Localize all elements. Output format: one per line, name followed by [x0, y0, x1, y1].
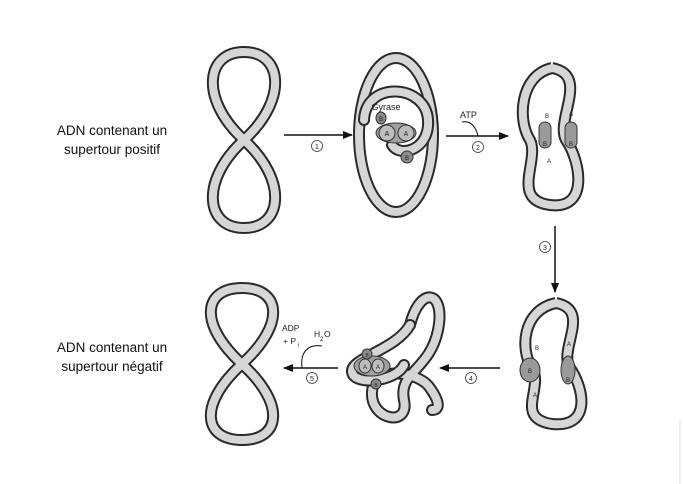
step-1-arrow: 1 — [284, 131, 353, 152]
subunit-b-label: B — [545, 114, 549, 120]
adp-label: ADP — [282, 323, 300, 333]
subunit-a-label: A — [533, 393, 537, 399]
caption-negative-line1: ADN contenant un — [56, 340, 168, 355]
dna-figure-eight-positive — [206, 45, 282, 235]
subunit-b-label: B — [379, 117, 383, 123]
step-1-number: 1 — [315, 144, 319, 151]
step-3-marker — [539, 241, 551, 253]
phosphate-subscript: i — [298, 343, 299, 349]
step-2-number: 2 — [476, 145, 480, 152]
caption-negative-supercoil: ADN contenant un supertour négatif — [22, 338, 202, 376]
subunit-a-label: A — [569, 112, 573, 118]
step-4-arrow: 4 — [439, 364, 500, 384]
gyrase-enzyme: A A B B — [375, 111, 417, 164]
step-2-marker — [472, 141, 484, 153]
subunit-b-label: B — [543, 142, 547, 148]
subunit-b-label: B — [374, 383, 378, 389]
dna-release: A A B B — [346, 291, 446, 424]
dna-gyrase-bound: A A B B Gyrase — [353, 52, 439, 218]
dna-after-passage: B A B B A — [519, 297, 588, 431]
step-4-marker — [465, 372, 477, 384]
subunit-a-label: A — [363, 365, 367, 371]
subunit-b-label: B — [569, 142, 573, 148]
step-5-marker — [306, 372, 318, 384]
water-subscript: 2 — [320, 337, 324, 343]
step-3-arrow: 3 — [539, 226, 559, 293]
subunit-a-label: A — [404, 131, 409, 138]
step-5-number: 5 — [310, 376, 314, 383]
water-label-o: O — [324, 329, 331, 339]
subunit-b-label: B — [405, 156, 409, 162]
phosphate-label: + P — [283, 336, 296, 346]
gyrase-label: Gyrase — [371, 102, 400, 112]
gyrase-enzyme-release: A A B B — [353, 348, 391, 390]
step-4-number: 4 — [469, 376, 473, 383]
atp-label: ATP — [460, 110, 477, 120]
subunit-b-label: B — [365, 353, 369, 359]
water-label-h: H — [314, 329, 320, 339]
dna-figure-eight-negative — [204, 281, 280, 447]
subunit-b-label: B — [535, 346, 539, 352]
gyrase-enzyme-closing: B A B B A — [519, 342, 576, 399]
step-5-arrow: ADP + P i H 2 O 5 — [282, 323, 338, 384]
subunit-a-label: A — [385, 131, 390, 138]
caption-positive-line2: supertour positif — [63, 142, 161, 157]
subunit-a-label: A — [547, 159, 551, 165]
step-3-number: 3 — [543, 245, 547, 252]
subunit-a-label: A — [567, 342, 571, 348]
step-2-arrow: ATP 2 — [446, 110, 509, 153]
subunit-b-label: B — [528, 369, 532, 375]
step-1-marker — [311, 140, 323, 152]
gyrase-enzyme-open: B A B B A — [538, 112, 578, 165]
subunit-a-label: A — [376, 365, 380, 371]
subunit-b-label: B — [566, 378, 570, 384]
dna-strand-passage: B A B B A — [516, 62, 585, 212]
caption-positive-line1: ADN contenant un — [56, 123, 168, 138]
caption-negative-line2: supertour négatif — [61, 359, 163, 374]
caption-positive-supercoil: ADN contenant un supertour positif — [22, 121, 202, 159]
